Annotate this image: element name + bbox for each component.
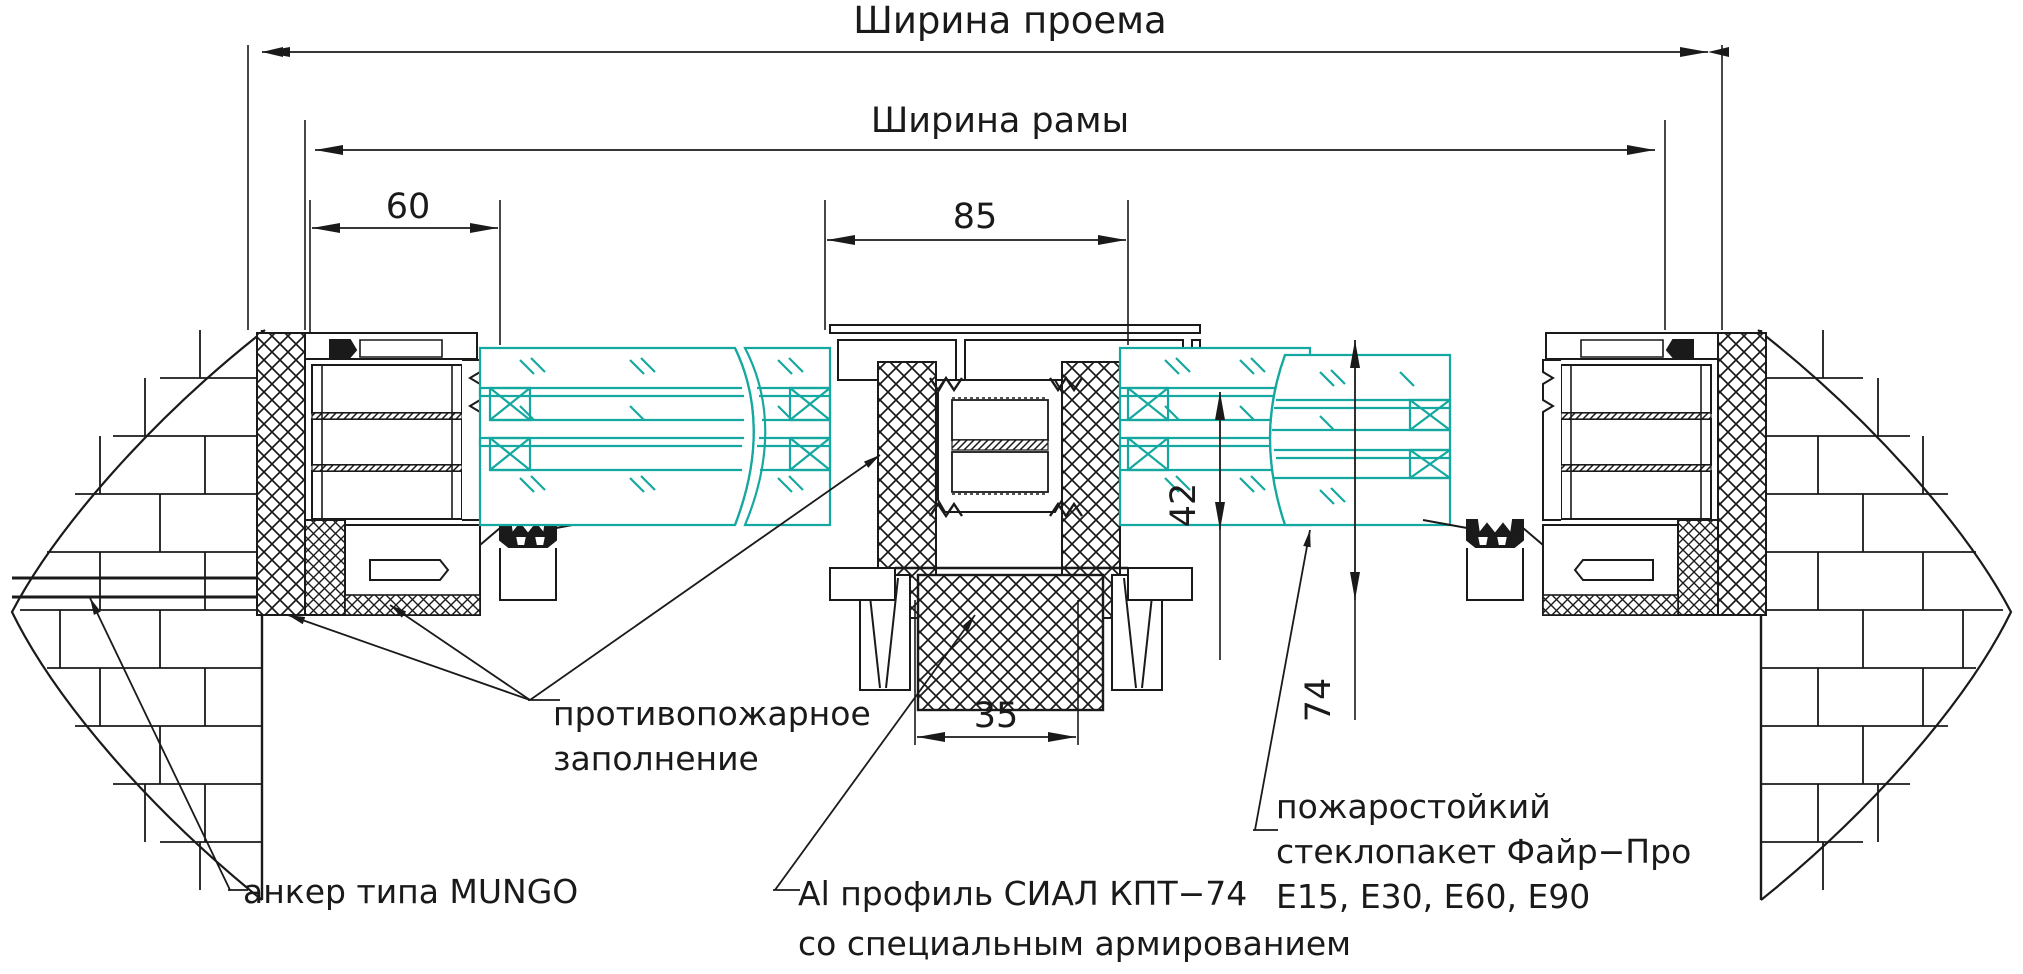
callout-fire-filling-line1: противопожарное [553, 694, 871, 733]
dimension-60 [309, 200, 501, 345]
callout-glazing-line1: пожаростойкий [1276, 787, 1551, 826]
callout-profile-line1: Al профиль СИАЛ КПТ−74 [798, 874, 1247, 913]
callout-fire-filling-line2: заполнение [553, 739, 759, 778]
label-dim-35: 35 [974, 696, 1019, 736]
callout-glazing-line3: E15, E30, E60, E90 [1276, 877, 1590, 916]
dimension-74 [1350, 340, 1360, 720]
leader-fire-filling [287, 454, 881, 701]
leader-glazing [1253, 529, 1311, 831]
label-opening-width: Ширина проема [853, 0, 1166, 42]
leader-anchor [89, 597, 248, 891]
center-mullion-profile [829, 324, 1201, 712]
right-jamb-profile [1422, 332, 1767, 616]
callout-glazing-line2: стеклопакет Файр−Про [1276, 832, 1691, 871]
glass-unit-right [1268, 353, 1452, 527]
dimension-35 [914, 600, 1079, 745]
label-dim-85: 85 [953, 197, 998, 237]
brick-wall-right [1757, 329, 2013, 901]
dimension-frame-width [304, 120, 1666, 330]
left-jamb-profile [256, 332, 601, 616]
label-frame-width: Ширина рамы [871, 101, 1129, 141]
label-dim-42: 42 [1164, 483, 1204, 528]
dimension-42 [1215, 392, 1225, 660]
callout-profile-line2: со специальным армированием [798, 924, 1351, 963]
glass-unit-left [478, 346, 755, 527]
leader-profile [773, 614, 976, 891]
glass-unit-left-inner [743, 346, 832, 527]
callout-anchor: анкер типа MUNGO [243, 872, 578, 911]
dimension-opening-width [247, 45, 1729, 330]
label-dim-74: 74 [1299, 678, 1339, 723]
brick-wall-left [10, 329, 266, 901]
dimension-85 [824, 200, 1129, 345]
label-dim-60: 60 [386, 187, 431, 227]
